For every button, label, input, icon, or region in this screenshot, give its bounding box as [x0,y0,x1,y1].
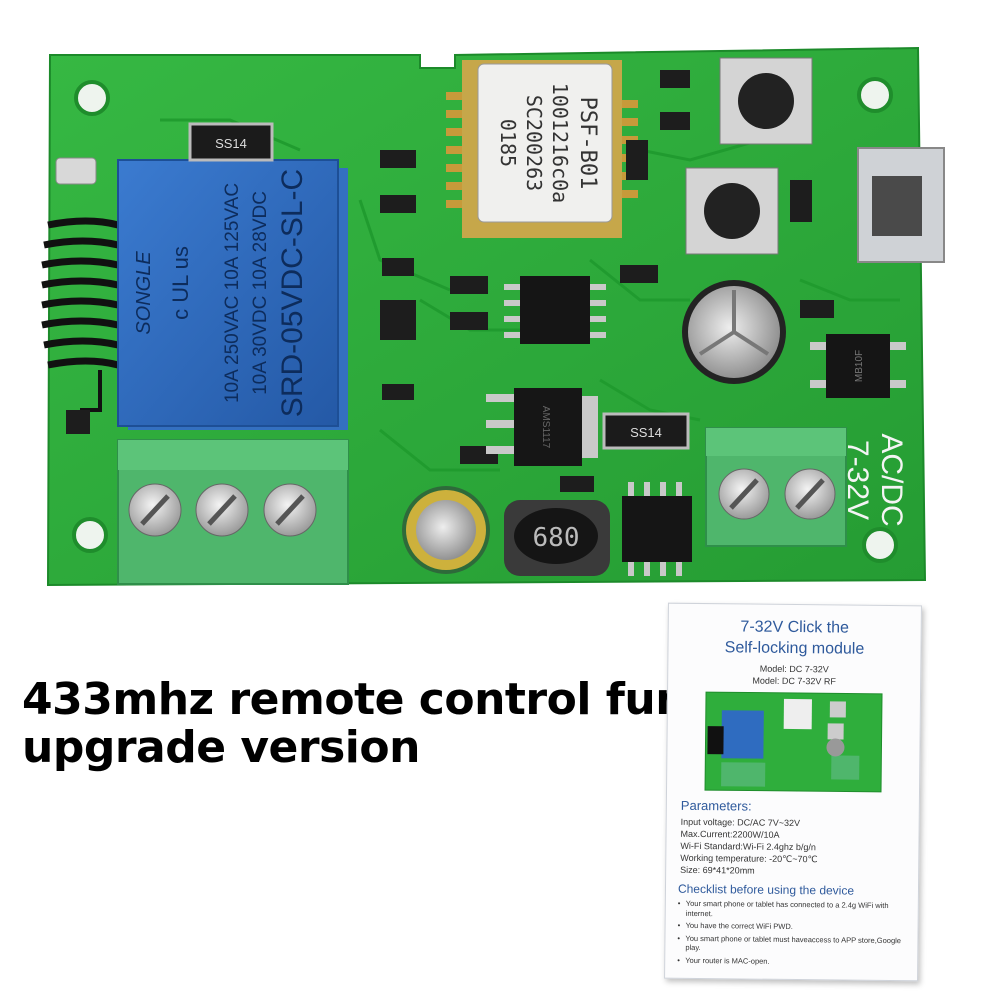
terminal-block-2 [705,427,847,547]
manual-params-title: Parameters: [680,797,752,814]
diode-middle-label: SS14 [630,425,662,440]
antenna-coil [41,217,119,412]
micro-usb-port [857,147,945,263]
power-label-line-2: 7-32V [841,440,874,520]
manual-title-line-2: Self-locking module [724,639,865,658]
inductor: 680 [504,500,610,576]
module-line-3: SC200263 [522,95,546,191]
manual-model-2: Model: DC 7-32V RF [752,675,836,687]
relay-rating-1: 10A 250VAC 10A 125VAC [222,183,243,403]
inductor-label: 680 [533,523,580,553]
instruction-manual: 7-32V Click the Self-locking module Mode… [664,602,922,982]
manual-param: Size: 69*41*20mm [680,864,755,876]
bridge-rectifier: MB10F [810,334,906,398]
manual-board-photo [704,691,883,793]
relay: SONGLE c UL us 10A 250VAC 10A 125VAC 10A… [117,159,348,430]
manual-models: Model: DC 7-32V Model: DC 7-32V RF [668,662,920,689]
voltage-regulator: AMS1117 [486,388,598,466]
module-line-4: 0185 [496,119,520,167]
relay-board: SONGLE c UL us 10A 250VAC 10A 125VAC 10A… [41,46,945,587]
power-label-line-1: AC/DC [875,433,908,526]
headline: 433mhz remote control function upgrade v… [22,674,808,773]
headline-line-2: upgrade version [22,722,420,773]
checklist-item: You smart phone or tablet must haveacces… [677,933,909,954]
module-line-1: PSF-B01 [575,97,600,190]
bridge-label: MB10F [854,350,865,382]
checklist-item: Your smart phone or tablet has connected… [678,899,910,920]
terminal-block-3 [117,439,349,585]
relay-cert: c UL us [168,246,193,320]
wifi-module: PSF-B01 1001216c0a SC200263 0185 [446,60,638,238]
regulator-label: AMS1117 [540,406,551,449]
manual-params: Input voltage: DC/AC 7V~32V Max.Current:… [680,816,818,877]
headline-line-1: 433mhz remote control function [22,674,808,725]
checklist-item: Your router is MAC-open. [677,955,909,967]
push-button-1 [719,57,813,145]
manual-checklist-title: Checklist before using the device [677,881,855,898]
manual-title-line-1: 7-32V Click the [740,618,850,637]
manual-checklist: Your smart phone or tablet has connected… [677,899,910,970]
relay-model: SRD-05VDC-SL-C [276,169,309,417]
diode-top: SS14 [188,122,274,162]
crystal-oscillator [55,157,97,185]
power-label: AC/DC 7-32V [841,433,908,526]
relay-brand: SONGLE [133,251,155,335]
ic-chip-2 [622,482,692,576]
push-button-2 [685,167,779,255]
ic-chip-1 [504,276,606,344]
checklist-item: You have the correct WiFi PWD. [678,921,910,933]
capacitor-small [402,486,490,574]
module-line-2: 1001216c0a [548,83,572,203]
diode-top-label: SS14 [215,136,247,151]
capacitor-large [682,280,786,384]
diode-middle: SS14 [602,412,690,450]
manual-title: 7-32V Click the Self-locking module [668,616,920,661]
relay-rating-2: 10A 30VDC 10A 28VDC [250,191,271,395]
mounting-holes [72,77,898,563]
